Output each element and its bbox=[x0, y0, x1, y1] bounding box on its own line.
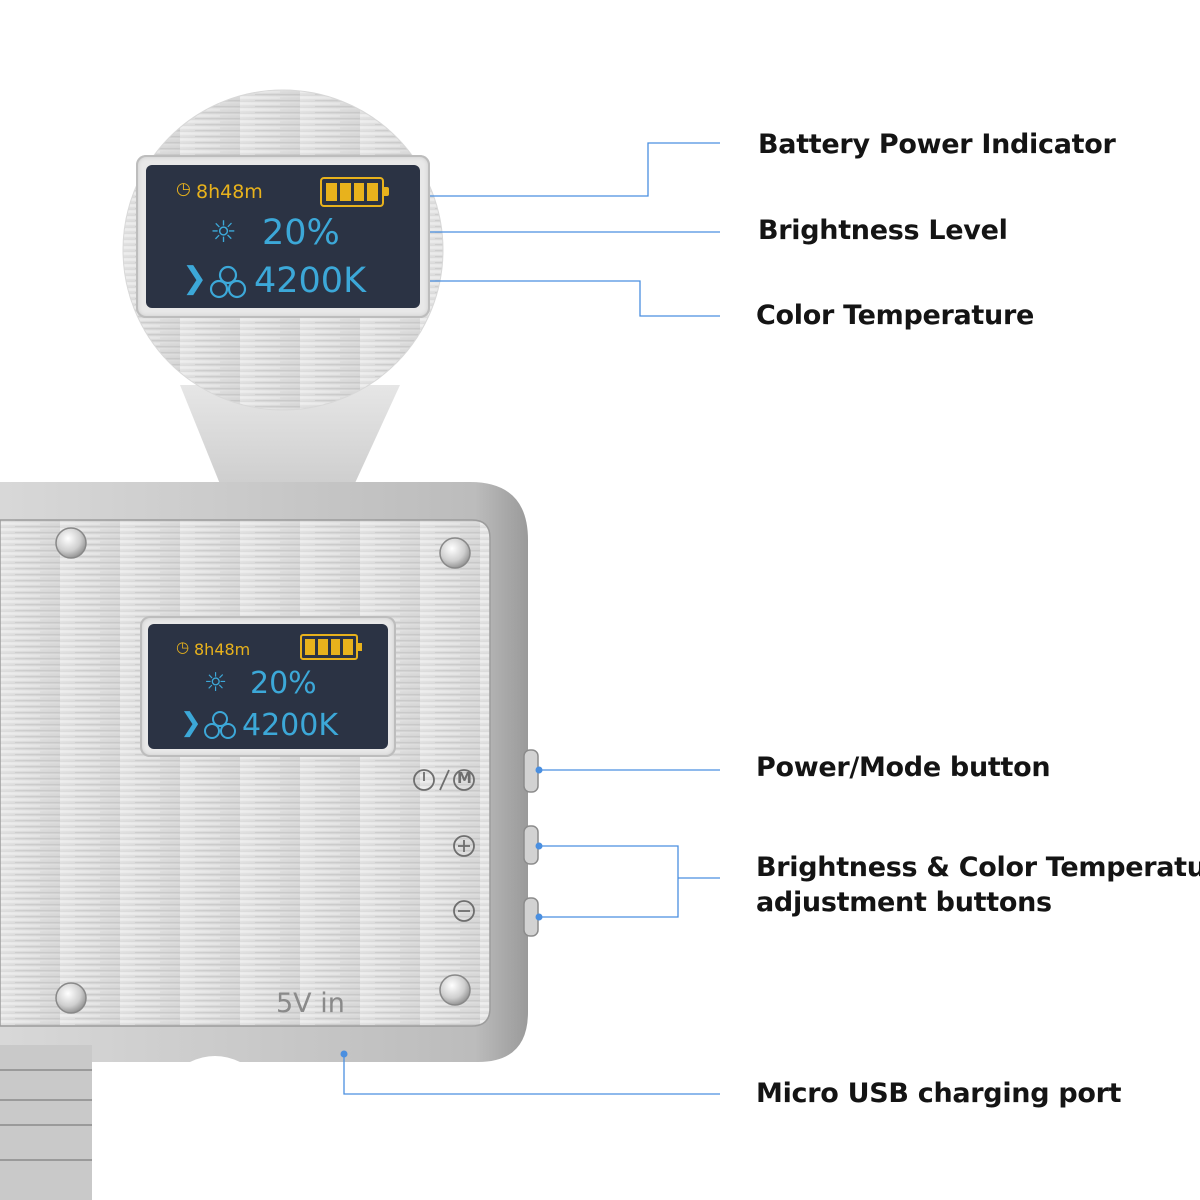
runtime-text: 8h48m bbox=[196, 181, 263, 203]
callout-usb-port: Micro USB charging port bbox=[756, 1078, 1122, 1109]
battery-bar bbox=[326, 183, 337, 201]
callout-adjust-buttons: Brightness & Color Temperature adjustmen… bbox=[756, 850, 1200, 920]
clock-icon: ◷ bbox=[176, 638, 190, 656]
color-temperature-icon bbox=[209, 265, 247, 299]
brightness-text: 20% bbox=[250, 666, 317, 701]
callout-color-temperature: Color Temperature bbox=[756, 300, 1034, 331]
minus-icon bbox=[453, 900, 475, 922]
battery-bar bbox=[343, 639, 353, 655]
battery-bar bbox=[330, 639, 341, 655]
battery-bar bbox=[367, 183, 378, 201]
brightness-text: 20% bbox=[262, 213, 340, 253]
port-label: 5V in bbox=[276, 988, 345, 1019]
chevron-right-icon: ❯ bbox=[180, 708, 202, 738]
color-temp-text: 4200K bbox=[242, 708, 339, 743]
battery-icon bbox=[320, 177, 389, 207]
screw-icon bbox=[55, 527, 471, 1014]
callout-power-mode: Power/Mode button bbox=[756, 752, 1051, 783]
battery-bar bbox=[353, 183, 365, 201]
power-icon bbox=[413, 769, 435, 791]
mount-knob bbox=[0, 1045, 92, 1200]
mode-icon bbox=[453, 769, 475, 791]
sun-icon: ☼ bbox=[204, 668, 228, 698]
chevron-right-icon: ❯ bbox=[182, 261, 208, 296]
callout-battery: Battery Power Indicator bbox=[758, 129, 1116, 160]
mode-symbol: M bbox=[457, 769, 472, 787]
battery-bar bbox=[317, 639, 328, 655]
plus-icon bbox=[453, 835, 475, 857]
device-display: ◷ 8h48m ☼ 20% ❯ 4200K bbox=[148, 624, 388, 749]
battery-icon bbox=[300, 634, 362, 660]
callout-adjust-line1: Brightness & Color Temperature bbox=[756, 852, 1200, 883]
battery-bar bbox=[339, 183, 351, 201]
callout-adjust-line2: adjustment buttons bbox=[756, 887, 1052, 918]
zoom-display: ◷ 8h48m ☼ 20% ❯ 4200K bbox=[146, 165, 420, 308]
runtime-text: 8h48m bbox=[194, 640, 251, 659]
callout-brightness: Brightness Level bbox=[758, 215, 1008, 246]
color-temp-text: 4200K bbox=[254, 261, 367, 301]
clock-icon: ◷ bbox=[176, 179, 191, 199]
color-temperature-icon bbox=[204, 711, 236, 739]
battery-bar bbox=[305, 639, 315, 655]
sun-icon: ☼ bbox=[210, 215, 237, 250]
